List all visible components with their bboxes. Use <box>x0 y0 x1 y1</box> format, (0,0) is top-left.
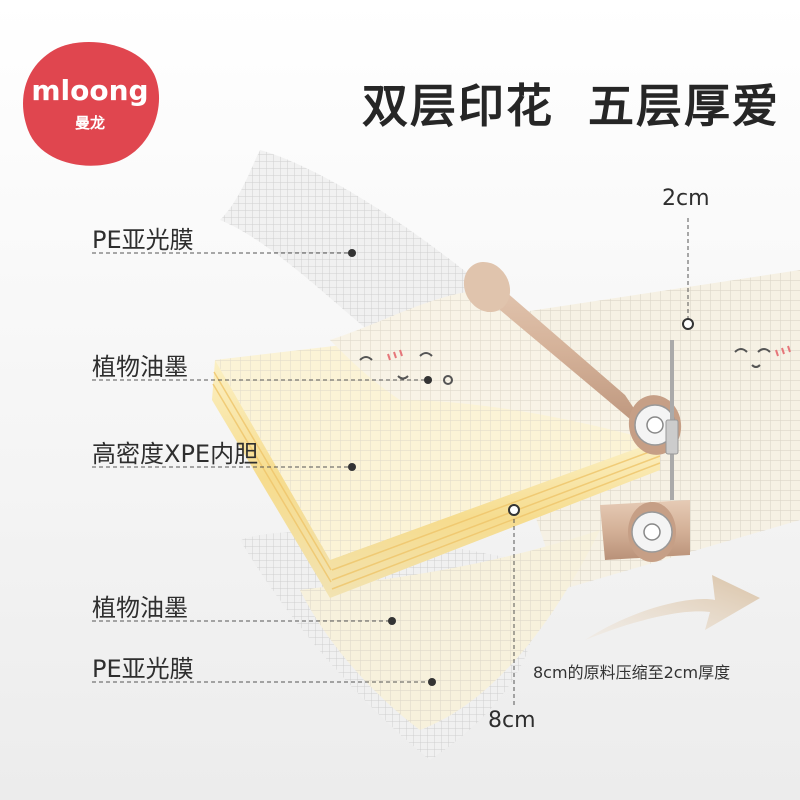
logo-blob <box>23 42 160 166</box>
cat-face-right <box>734 348 771 368</box>
label-pe-film-top: PE亚光膜 <box>92 226 194 254</box>
roller-bottom <box>600 500 690 562</box>
cat-face-left <box>359 352 453 385</box>
label-plant-ink-bottom: 植物油墨 <box>92 594 188 622</box>
headline: 双层印花五层厚爱 <box>362 70 780 136</box>
dim-compressed: 2cm <box>662 186 710 211</box>
label-xpe-core: 高密度XPE内胆 <box>92 440 259 468</box>
headline-part2: 五层厚爱 <box>588 79 780 133</box>
headline-part1: 双层印花 <box>362 79 554 133</box>
brand-sub: 曼龙 <box>74 114 105 132</box>
dim-raw: 8cm <box>488 708 536 733</box>
brand-logo: mloong 曼龙 <box>20 40 160 168</box>
brand-name: mloong <box>31 74 149 107</box>
leader-lines <box>92 218 689 705</box>
direction-arrow <box>585 575 760 640</box>
label-pe-film-bottom: PE亚光膜 <box>92 655 194 683</box>
compression-note: 8cm的原料压缩至2cm厚度 <box>533 663 731 682</box>
label-plant-ink-top: 植物油墨 <box>92 353 188 381</box>
leader-dots <box>348 249 694 686</box>
